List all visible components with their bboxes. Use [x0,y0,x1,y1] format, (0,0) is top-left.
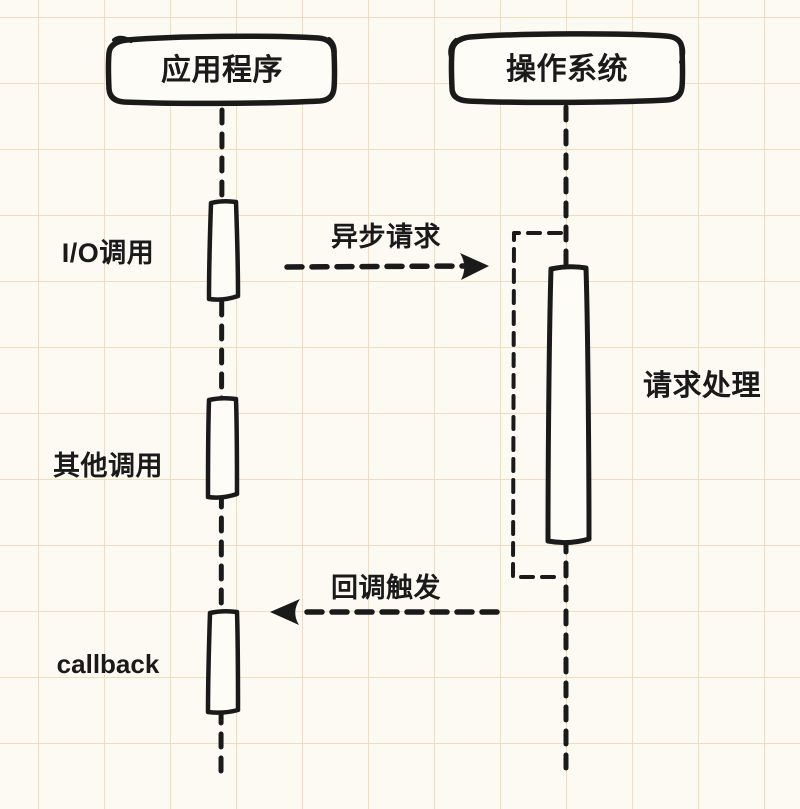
activation-bar-callback [205,608,241,715]
message-label-async-request: 异步请求 [331,222,441,252]
message-async-request: 异步请求 [284,222,489,280]
process-label-request-processing: 请求处理 [643,369,761,402]
arrowhead-right-icon [460,253,489,280]
sketch-hook [448,38,458,62]
event-label-callback: callback [57,649,160,679]
message-callback-trigger: 回调触发 [270,572,500,625]
actor-label-application: 应用程序 [161,53,283,87]
actor-box-os: 操作系统 [448,31,686,106]
sketch-hook [327,37,337,60]
event-label-other-call: 其他调用 [53,451,163,481]
actor-label-os: 操作系统 [506,52,628,86]
processing-frame-dashed [511,231,563,579]
arrowhead-left-icon [270,599,300,625]
event-label-io-call: I/O调用 [62,238,155,268]
sketch-hook [112,35,133,43]
activation-bar-io-call [206,198,241,302]
sketch-hook [678,40,686,64]
activation-bars-application [205,198,241,715]
actor-box-application: 应用程序 [105,33,338,107]
application-box-outline [105,33,338,107]
async-arrow-line [284,263,467,270]
os-box-outline [448,31,686,106]
activation-bar-request-processing [545,264,592,546]
activation-bar-other-call [205,395,240,500]
message-label-callback-trigger: 回调触发 [331,572,441,603]
